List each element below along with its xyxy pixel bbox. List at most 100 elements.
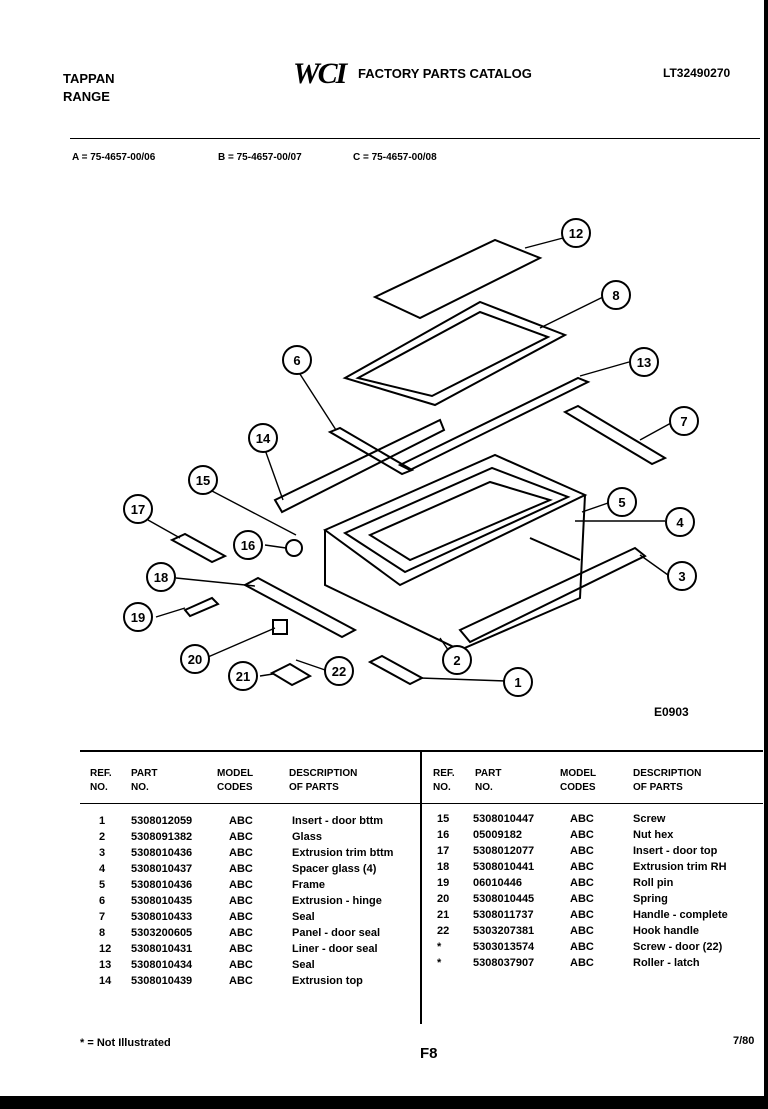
callout-12: 12 — [561, 218, 591, 248]
svg-text:19: 19 — [131, 610, 145, 625]
cell-desc: Spring — [633, 893, 668, 905]
callout-2: 2 — [442, 645, 472, 675]
cell-ref: 17 — [437, 845, 450, 857]
svg-text:2: 2 — [453, 653, 460, 668]
cell-ref: 13 — [99, 959, 112, 971]
svg-text:17: 17 — [131, 502, 145, 517]
cell-codes: ABC — [570, 845, 594, 857]
callout-18: 18 — [146, 562, 176, 592]
cell-part: 5308037907 — [473, 957, 535, 969]
cell-ref: 8 — [99, 927, 106, 939]
cell-codes: ABC — [229, 927, 253, 939]
callout-8: 8 — [601, 280, 631, 310]
cell-codes: ABC — [570, 957, 594, 969]
cell-desc: Panel - door seal — [292, 927, 381, 939]
callout-5: 5 — [607, 487, 637, 517]
cell-ref: 19 — [437, 877, 450, 889]
cell-codes: ABC — [229, 943, 253, 955]
callout-22: 22 — [324, 656, 354, 686]
cell-codes: ABC — [570, 829, 594, 841]
cell-desc: Screw — [633, 813, 666, 825]
svg-text:15: 15 — [196, 473, 210, 488]
cell-part: 05009182 — [473, 829, 522, 841]
part-liner — [372, 238, 543, 320]
cell-codes: ABC — [229, 975, 253, 987]
svg-text:4: 4 — [676, 515, 684, 530]
cell-part: 5308010437 — [131, 863, 193, 875]
cell-part: 5308010431 — [131, 943, 193, 955]
table-column-divider — [420, 752, 422, 1024]
callout-16: 16 — [233, 530, 263, 560]
cell-ref: 2 — [99, 831, 106, 843]
callout-4: 4 — [665, 507, 695, 537]
svg-text:1: 1 — [514, 675, 521, 690]
cell-ref: 6 — [99, 895, 106, 907]
cell-part: 5308010434 — [131, 959, 193, 971]
part-seal-13 — [327, 426, 415, 476]
part-roll-pin — [183, 596, 220, 618]
cell-desc: Extrusion top — [292, 975, 363, 987]
cell-desc: Roll pin — [633, 877, 674, 889]
cell-ref: 22 — [437, 925, 450, 937]
part-bottom-trim — [458, 546, 647, 644]
cell-ref: 18 — [437, 861, 450, 873]
model-number: LT32490270 — [663, 66, 731, 80]
cell-codes: ABC — [229, 847, 253, 859]
cell-desc: Spacer glass (4) — [292, 863, 377, 875]
callout-14: 14 — [248, 423, 278, 453]
cell-desc: Glass — [292, 831, 322, 843]
cell-part: 5308012077 — [473, 845, 535, 857]
brand-name: TAPPAN — [63, 71, 115, 86]
part-top-extrusion — [273, 418, 446, 514]
cell-part: 5308010447 — [473, 813, 535, 825]
page-number: F8 — [420, 1045, 438, 1062]
cell-codes: ABC — [570, 925, 594, 937]
table-top-rule — [80, 750, 763, 752]
cell-ref: 1 — [99, 815, 106, 827]
cell-codes: ABC — [229, 959, 253, 971]
cell-desc: Seal — [292, 911, 315, 923]
callout-21: 21 — [228, 661, 258, 691]
cell-codes: ABC — [229, 831, 253, 843]
cell-part: 5303207381 — [473, 925, 535, 937]
cell-desc: Insert - door top — [633, 845, 718, 857]
callout-3: 3 — [667, 561, 697, 591]
cell-part: 5308010433 — [131, 911, 193, 923]
svg-text:22: 22 — [332, 664, 346, 679]
callout-19: 19 — [123, 602, 153, 632]
svg-text:14: 14 — [256, 431, 271, 446]
header-rule — [70, 138, 760, 139]
callout-13: 13 — [629, 347, 659, 377]
cell-codes: ABC — [570, 813, 594, 825]
drawing-code: E0903 — [654, 705, 689, 719]
svg-text:20: 20 — [188, 652, 202, 667]
cell-codes: ABC — [229, 815, 253, 827]
cell-ref: 14 — [99, 975, 112, 987]
callout-1: 1 — [503, 667, 533, 697]
cell-desc: Roller - latch — [633, 957, 700, 969]
cell-desc: Insert - door bttm — [292, 815, 384, 827]
part-insert-top — [169, 532, 228, 564]
cell-part: 5308012059 — [131, 815, 193, 827]
svg-text:3: 3 — [678, 569, 685, 584]
cell-ref: 5 — [99, 879, 106, 891]
part-panel — [342, 300, 568, 407]
header-ref-right: REF.NO. — [433, 768, 455, 793]
cell-ref: 4 — [99, 863, 106, 875]
callout-15: 15 — [188, 465, 218, 495]
cell-part: 5308010445 — [473, 893, 535, 905]
part-hinge — [562, 404, 668, 466]
cell-ref: 7 — [99, 911, 106, 923]
cell-desc: Nut hex — [633, 829, 674, 841]
cell-desc: Hook handle — [633, 925, 700, 937]
cell-codes: ABC — [570, 877, 594, 889]
svg-text:18: 18 — [154, 570, 168, 585]
cell-codes: ABC — [570, 941, 594, 953]
